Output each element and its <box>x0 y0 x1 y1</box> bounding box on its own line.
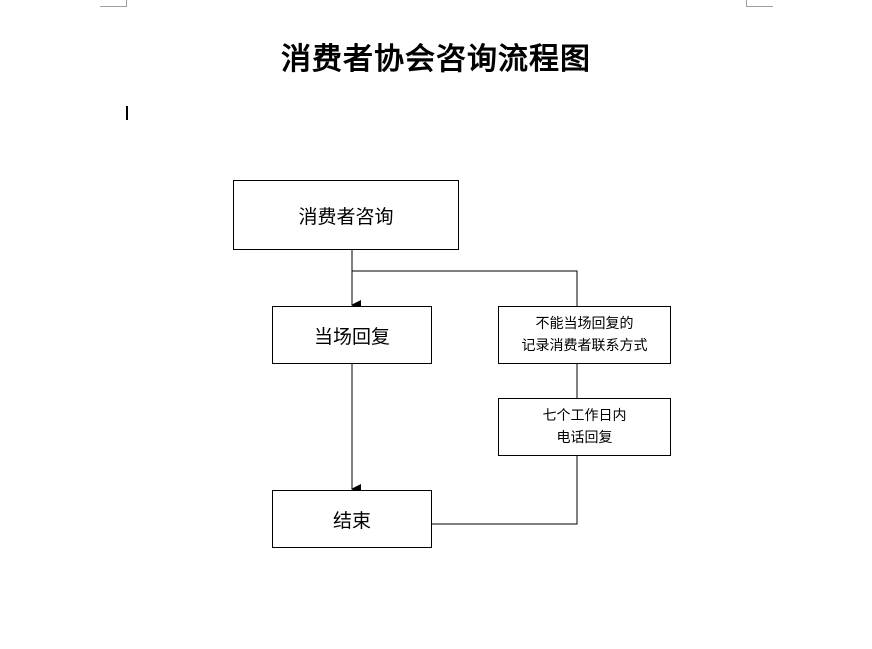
node-consumer-consult: 消费者咨询 <box>233 180 459 250</box>
node-phone-reply-line2: 电话回复 <box>556 430 613 446</box>
node-on-site-reply: 当场回复 <box>272 306 432 364</box>
edge-phone-to-end <box>432 456 578 525</box>
page-title: 消费者协会咨询流程图 <box>281 42 591 77</box>
node-end: 结束 <box>272 490 432 548</box>
node-record-contact-line2: 记录消费者联系方式 <box>521 338 648 354</box>
node-on-site-reply-label: 当场回复 <box>313 325 390 348</box>
node-record-contact: 不能当场回复的 记录消费者联系方式 <box>498 306 671 364</box>
page-corner-mark-right <box>746 0 773 7</box>
edge-consult-to-record <box>352 270 578 306</box>
node-phone-reply-line1: 七个工作日内 <box>542 408 627 424</box>
node-consumer-consult-label: 消费者咨询 <box>298 205 394 228</box>
page-corner-mark-left <box>100 0 127 7</box>
node-phone-reply: 七个工作日内 电话回复 <box>498 398 671 456</box>
node-end-label: 结束 <box>332 509 371 532</box>
text-cursor <box>126 106 128 120</box>
node-record-contact-line1: 不能当场回复的 <box>535 316 634 332</box>
